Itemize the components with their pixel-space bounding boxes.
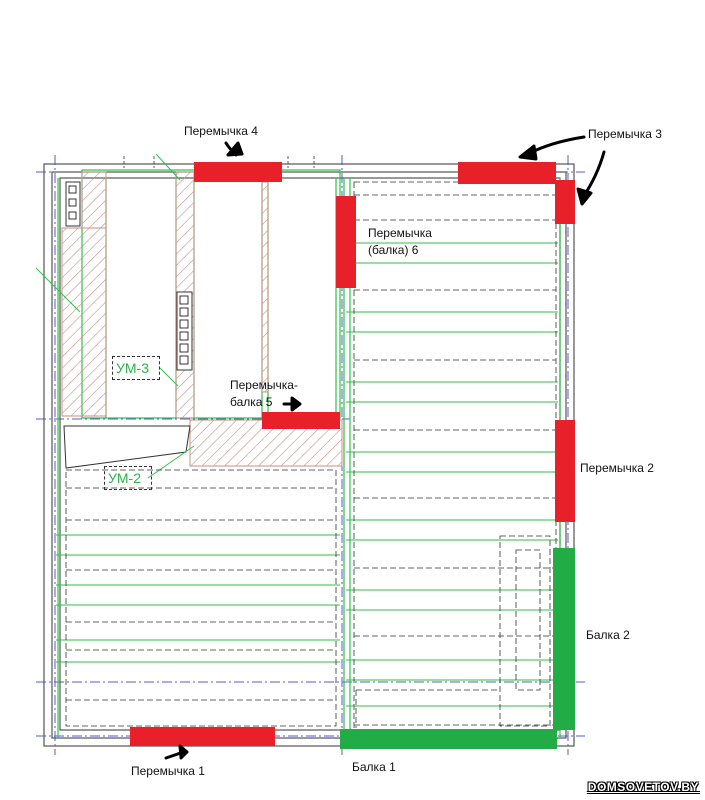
vent-channels	[65, 181, 193, 371]
lintel-1	[130, 727, 275, 746]
lintel-1-label: Перемычка 1	[131, 764, 205, 778]
um-2-box	[104, 466, 152, 490]
lintel-beam-6-label-2: (балка) 6	[368, 243, 419, 257]
lintel-4	[194, 162, 282, 182]
lintel-2-label: Перемычка 2	[580, 461, 654, 475]
beam-1-label: Балка 1	[352, 760, 396, 774]
lintel-4-label: Перемычка 4	[184, 124, 258, 138]
leader-line	[35, 267, 81, 313]
arrow-icon	[526, 135, 586, 156]
um-2-label: УМ-2	[108, 470, 142, 486]
lintel-beam-6-label-1: Перемычка	[368, 226, 432, 240]
lintel-beam-5	[262, 412, 340, 429]
leader-line	[155, 153, 181, 181]
beam-2	[553, 548, 575, 730]
beam-1	[340, 729, 557, 749]
arrow-icon	[518, 144, 538, 161]
lintel-3-side	[555, 180, 575, 224]
lintel-beam-5-label-1: Перемычка-	[230, 378, 298, 392]
arrow-icon	[582, 150, 606, 198]
lintel-2	[555, 420, 575, 522]
arrow-icon	[226, 141, 244, 157]
lintel-beam-6	[336, 196, 356, 288]
beams	[340, 548, 575, 749]
lintel-3-top	[458, 162, 556, 184]
pointer-arrows	[164, 135, 606, 760]
joists-right	[346, 181, 558, 731]
arrow-icon	[290, 396, 302, 412]
lintel-3-label: Перемычка 3	[588, 127, 662, 141]
joists-left	[56, 469, 340, 727]
leader-line	[147, 445, 195, 479]
lintels	[130, 162, 575, 746]
top-ticks	[123, 156, 315, 168]
leader-line	[159, 367, 179, 387]
um-3-box	[112, 356, 160, 380]
beam-2-label: Балка 2	[586, 628, 630, 642]
arrow-icon	[576, 187, 593, 206]
um-3-label: УМ-3	[116, 360, 150, 376]
arrow-icon	[178, 744, 189, 760]
lintel-beam-5-label-2: балка 5	[230, 395, 273, 409]
site-watermark: DOMSOVETOV.BY	[587, 780, 699, 794]
